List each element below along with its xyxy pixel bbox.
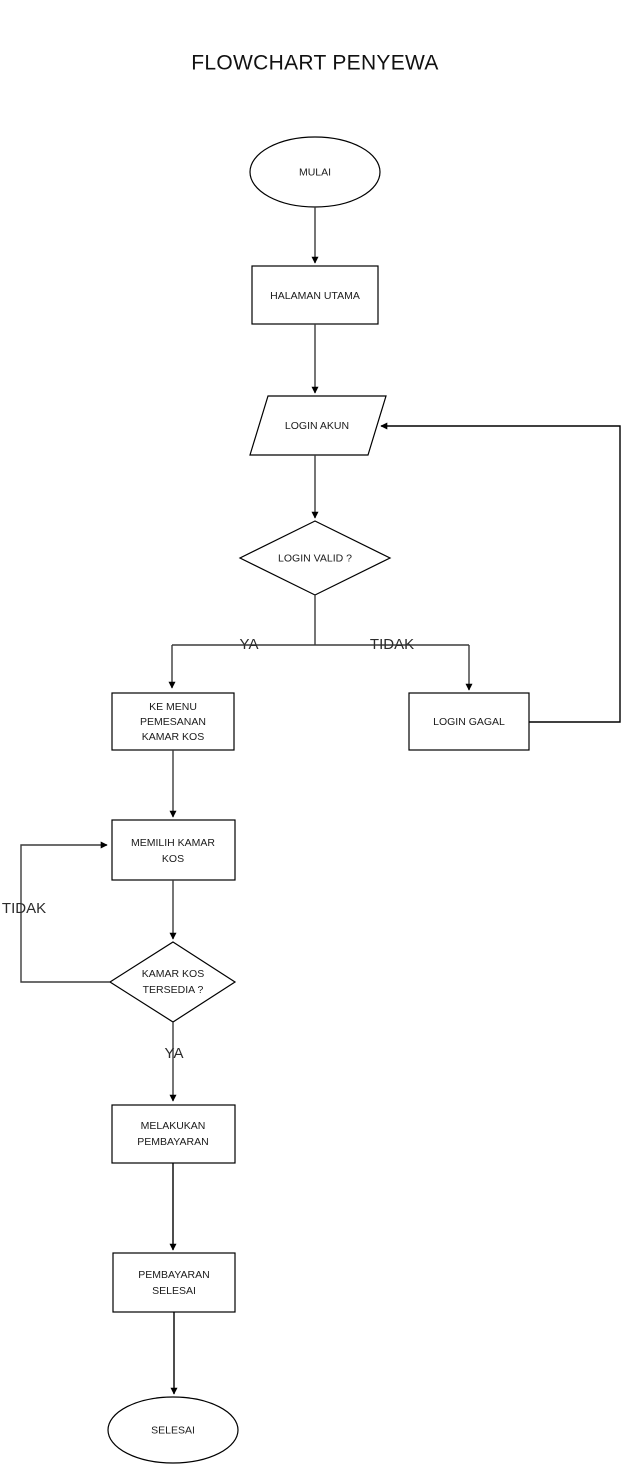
node-pembayaran-selesai-line1: PEMBAYARAN xyxy=(138,1269,209,1281)
node-halaman-utama-label: HALAMAN UTAMA xyxy=(270,290,360,302)
node-pembayaran-line1: MELAKUKAN xyxy=(141,1120,206,1132)
node-pembayaran-line2: PEMBAYARAN xyxy=(137,1136,208,1148)
node-pembayaran-selesai-line2: SELESAI xyxy=(152,1285,196,1297)
node-login-akun-label: LOGIN AKUN xyxy=(285,420,349,432)
node-memilih-line1: MEMILIH KAMAR xyxy=(131,837,215,849)
node-tersedia-line1: KAMAR KOS xyxy=(142,968,204,980)
edge-label-tersedia-ya: YA xyxy=(165,1045,184,1062)
edge-tersedia-tidak-loop xyxy=(20,841,110,983)
node-halaman-utama xyxy=(251,265,379,325)
node-ke-menu-line3: KAMAR KOS xyxy=(142,731,204,743)
node-selesai xyxy=(107,1396,239,1464)
node-memilih-kamar-kos xyxy=(111,819,236,881)
node-login-valid-label: LOGIN VALID ? xyxy=(278,552,352,564)
node-login-gagal-label: LOGIN GAGAL xyxy=(433,716,505,728)
edge-label-login-tidak: TIDAK xyxy=(370,636,414,653)
node-tersedia-line2: TERSEDIA ? xyxy=(143,984,204,996)
node-mulai-label: MULAI xyxy=(299,166,331,178)
node-login-akun xyxy=(249,395,387,456)
edge-gagal-loop-to-login xyxy=(380,422,621,723)
node-melakukan-pembayaran xyxy=(111,1104,236,1164)
node-memilih-line2: KOS xyxy=(162,853,184,865)
page-title: FLOWCHART PENYEWA xyxy=(191,52,438,75)
edge-label-login-ya: YA xyxy=(240,636,259,653)
edge-label-tersedia-tidak: TIDAK xyxy=(2,900,46,917)
node-pembayaran-selesai xyxy=(112,1252,236,1313)
node-selesai-label: SELESAI xyxy=(151,1424,195,1436)
node-login-gagal xyxy=(408,692,530,751)
node-ke-menu-line2: PEMESANAN xyxy=(140,716,206,728)
node-ke-menu-pemesanan xyxy=(111,692,235,751)
node-kamar-tersedia-decision xyxy=(108,941,237,1023)
node-ke-menu-line1: KE MENU xyxy=(149,701,197,713)
